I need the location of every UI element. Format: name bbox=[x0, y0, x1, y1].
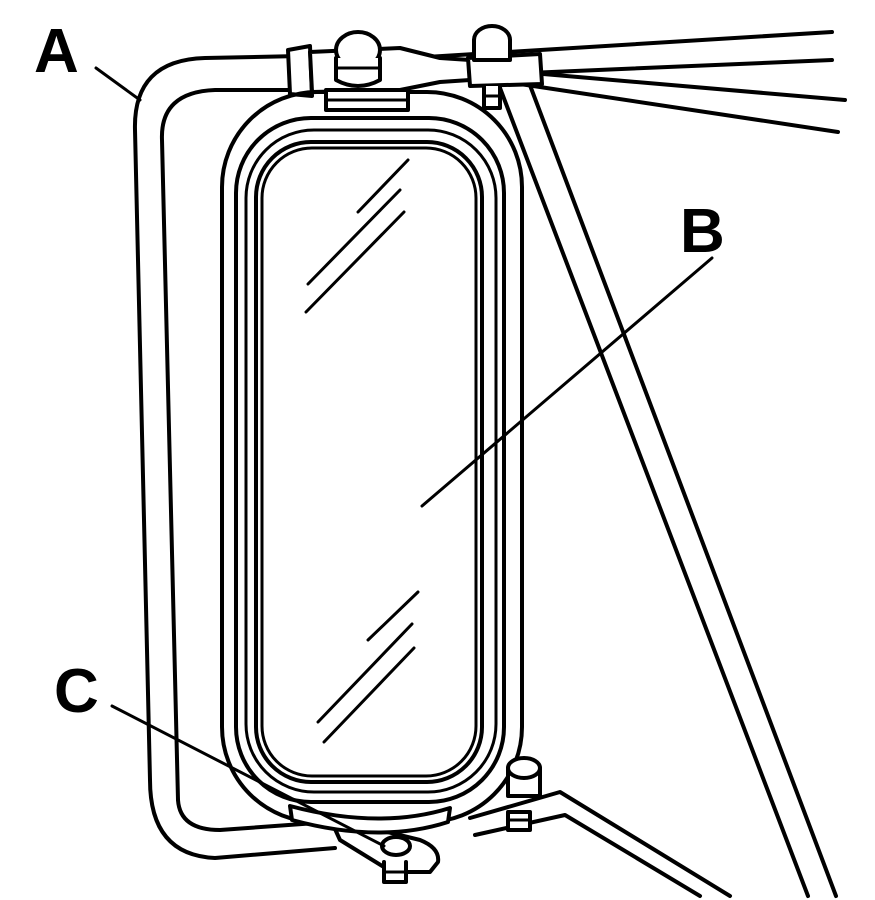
label-c: C bbox=[54, 657, 99, 726]
diagonal-brace bbox=[498, 78, 838, 898]
leader-c bbox=[110, 704, 386, 848]
top-clamp bbox=[286, 30, 472, 98]
callout-labels: A B C bbox=[34, 17, 725, 726]
outer-mirror-frame bbox=[132, 54, 337, 860]
callout-leaders bbox=[94, 66, 714, 848]
leader-a bbox=[94, 66, 142, 102]
lower-arm-bolt bbox=[506, 756, 542, 832]
lower-support-arm bbox=[468, 790, 732, 898]
mirror-glass bbox=[254, 140, 484, 784]
label-a: A bbox=[34, 17, 79, 86]
housing-lower-lip bbox=[288, 804, 452, 835]
upper-bracket-bolt bbox=[466, 24, 544, 110]
leader-b bbox=[420, 256, 714, 508]
label-b: B bbox=[680, 197, 725, 266]
top-hinge bbox=[324, 88, 410, 112]
